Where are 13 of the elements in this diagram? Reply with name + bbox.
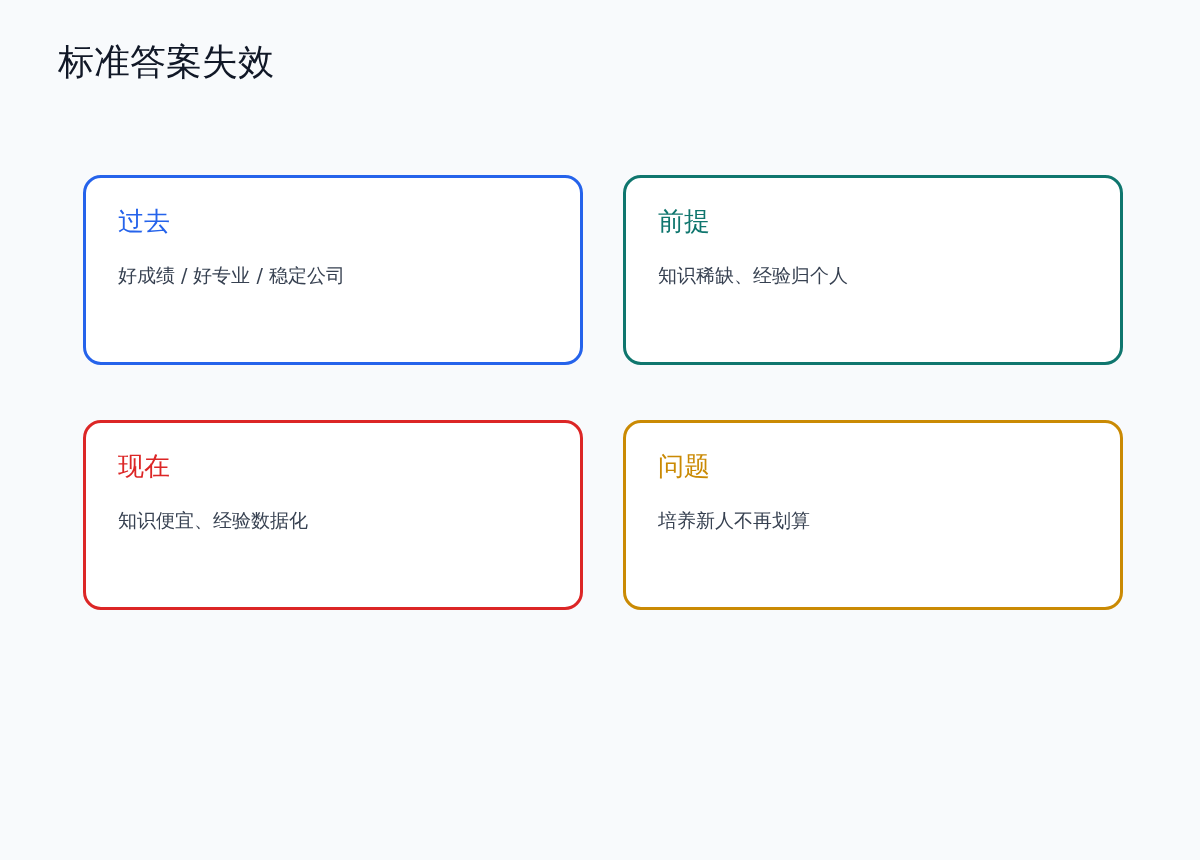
page-title: 标准答案失效 bbox=[58, 40, 274, 84]
info-card bbox=[83, 175, 583, 365]
info-card bbox=[623, 420, 1123, 610]
info-card bbox=[83, 420, 583, 610]
card-heading: 过去 bbox=[118, 205, 170, 238]
info-card bbox=[623, 175, 1123, 365]
card-heading: 问题 bbox=[658, 450, 710, 483]
card-heading: 现在 bbox=[118, 450, 170, 483]
card-text: 好成绩 / 好专业 / 稳定公司 bbox=[118, 263, 345, 288]
card-heading: 前提 bbox=[658, 205, 710, 238]
card-text: 培养新人不再划算 bbox=[658, 508, 810, 533]
card-text: 知识便宜、经验数据化 bbox=[118, 508, 308, 533]
card-text: 知识稀缺、经验归个人 bbox=[658, 263, 848, 288]
